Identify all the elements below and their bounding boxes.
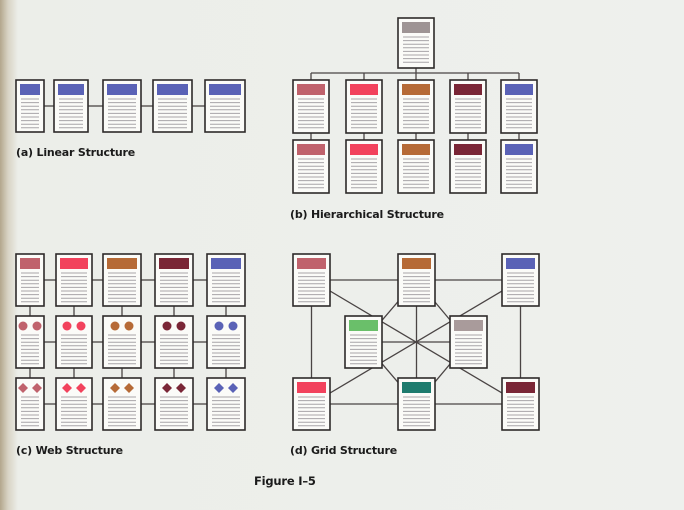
web-page-icon bbox=[397, 139, 435, 194]
page-header-bar bbox=[402, 258, 431, 269]
figure-caption: Figure I–5 bbox=[254, 474, 316, 488]
web-page-icon bbox=[204, 79, 246, 133]
page-header-bar bbox=[211, 258, 241, 269]
web-page-icon bbox=[15, 315, 45, 369]
page-header-bar bbox=[454, 320, 483, 331]
web-page-icon bbox=[55, 253, 93, 307]
circle-bullet-icon bbox=[214, 321, 224, 331]
page-header-bar bbox=[350, 84, 378, 95]
web-page-icon bbox=[15, 253, 45, 307]
diamond-bullet-icon bbox=[214, 383, 224, 393]
page-header-bar bbox=[402, 22, 430, 33]
web-page-icon bbox=[344, 315, 383, 369]
web-page-icon bbox=[397, 253, 436, 307]
circle-bullet-icon bbox=[124, 321, 134, 331]
web-page-icon bbox=[292, 79, 330, 134]
web-page-icon bbox=[500, 139, 538, 194]
diamond-bullet-icon bbox=[162, 383, 172, 393]
web-page-icon bbox=[154, 315, 194, 369]
web-page-icon bbox=[15, 79, 45, 133]
web-page-icon bbox=[501, 253, 540, 307]
page-header-bar bbox=[402, 144, 430, 155]
page-header-bar bbox=[402, 84, 430, 95]
web-page-icon bbox=[206, 315, 246, 369]
page-header-bar bbox=[454, 144, 482, 155]
page-header-bar bbox=[402, 382, 431, 393]
web-page-icon bbox=[397, 79, 435, 134]
web-page-icon bbox=[102, 253, 142, 307]
page-header-bar bbox=[297, 84, 325, 95]
circle-bullet-icon bbox=[228, 321, 238, 331]
web-page-icon bbox=[154, 377, 194, 431]
diamond-bullet-icon bbox=[176, 383, 186, 393]
web-page-icon bbox=[345, 139, 383, 194]
page-header-bar bbox=[159, 258, 189, 269]
page-header-bar bbox=[107, 258, 137, 269]
page-header-bar bbox=[505, 144, 533, 155]
circle-bullet-icon bbox=[32, 321, 42, 331]
page-header-bar bbox=[506, 258, 535, 269]
circle-bullet-icon bbox=[176, 321, 186, 331]
web-page-icon bbox=[345, 79, 383, 134]
page-header-bar bbox=[107, 84, 137, 95]
diamond-bullet-icon bbox=[18, 383, 28, 393]
page-header-bar bbox=[297, 258, 326, 269]
page-header-bar bbox=[60, 258, 88, 269]
web-page-icon bbox=[102, 315, 142, 369]
web-page-icon bbox=[102, 377, 142, 431]
page-header-bar bbox=[209, 84, 241, 95]
diamond-bullet-icon bbox=[228, 383, 238, 393]
web-page-icon bbox=[500, 79, 538, 134]
page-header-bar bbox=[350, 144, 378, 155]
web-page-icon bbox=[449, 79, 487, 134]
web-page-icon bbox=[449, 315, 488, 369]
web-page-icon bbox=[15, 377, 45, 431]
page-header-bar bbox=[157, 84, 188, 95]
web-page-icon bbox=[55, 315, 93, 369]
web-page-icon bbox=[55, 377, 93, 431]
diamond-bullet-icon bbox=[32, 383, 42, 393]
web-page-icon bbox=[292, 139, 330, 194]
page-header-bar bbox=[20, 258, 40, 269]
page-header-bar bbox=[20, 84, 40, 95]
web-page-icon bbox=[206, 253, 246, 307]
circle-bullet-icon bbox=[18, 321, 28, 331]
page-header-bar bbox=[505, 84, 533, 95]
page-header-bar bbox=[297, 382, 326, 393]
web-page-icon bbox=[152, 79, 193, 133]
page-header-bar bbox=[506, 382, 535, 393]
page-header-bar bbox=[297, 144, 325, 155]
web-page-icon bbox=[501, 377, 540, 431]
web-page-icon bbox=[206, 377, 246, 431]
circle-bullet-icon bbox=[162, 321, 172, 331]
page-icons bbox=[15, 17, 540, 431]
hierarchical-structure-caption: (b) Hierarchical Structure bbox=[290, 208, 444, 221]
linear-structure-caption: (a) Linear Structure bbox=[16, 146, 135, 159]
web-page-icon bbox=[397, 377, 436, 431]
diamond-bullet-icon bbox=[124, 383, 134, 393]
circle-bullet-icon bbox=[110, 321, 120, 331]
web-page-icon bbox=[53, 79, 89, 133]
circle-bullet-icon bbox=[76, 321, 86, 331]
web-structure-caption: (c) Web Structure bbox=[16, 444, 123, 457]
page-header-bar bbox=[349, 320, 378, 331]
grid-structure-caption: (d) Grid Structure bbox=[290, 444, 398, 457]
web-page-icon bbox=[397, 17, 435, 69]
diamond-bullet-icon bbox=[76, 383, 86, 393]
web-page-icon bbox=[154, 253, 194, 307]
diamond-bullet-icon bbox=[110, 383, 120, 393]
circle-bullet-icon bbox=[62, 321, 72, 331]
web-page-icon bbox=[102, 79, 142, 133]
page-header-bar bbox=[454, 84, 482, 95]
diamond-bullet-icon bbox=[62, 383, 72, 393]
web-page-icon bbox=[292, 253, 331, 307]
web-page-icon bbox=[292, 377, 331, 431]
page-header-bar bbox=[58, 84, 84, 95]
web-page-icon bbox=[449, 139, 487, 194]
